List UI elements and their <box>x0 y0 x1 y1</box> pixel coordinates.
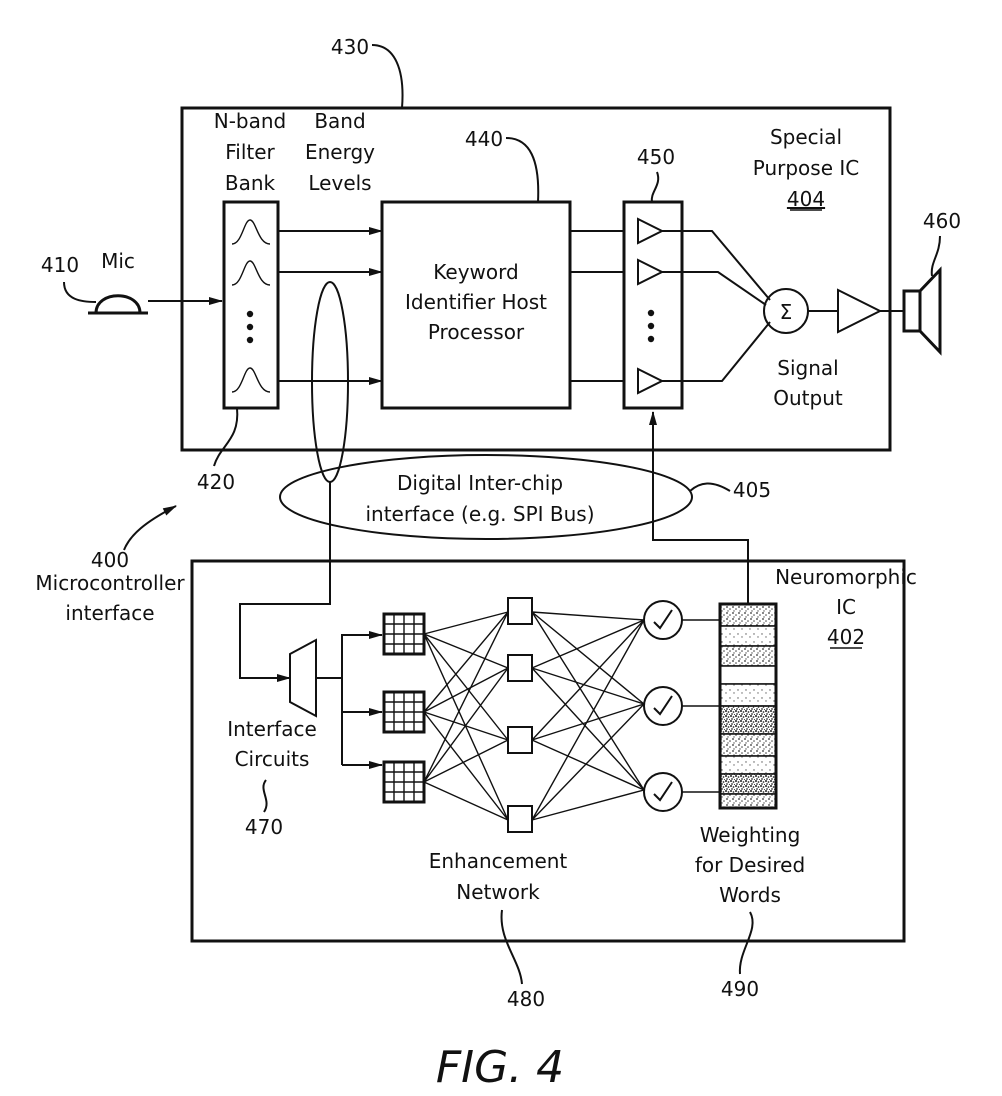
ref-400: 400 <box>91 548 129 572</box>
filter-bank-box <box>224 202 278 408</box>
microcontroller-label-line2: interface <box>65 601 154 625</box>
filter-bank-label-line1: N-band <box>214 109 287 133</box>
leader-430 <box>372 45 403 108</box>
ref-420: 420 <box>197 470 235 494</box>
microphone: Mic <box>88 249 148 313</box>
speaker-cone-icon <box>920 270 940 352</box>
filter-bank-label-line3: Bank <box>225 171 276 195</box>
mic-dome-icon <box>96 296 140 313</box>
neuromorphic-label-line2: IC <box>836 595 856 619</box>
ellipsis-dot <box>247 324 253 330</box>
figure-caption: FIG. 4 <box>436 1042 564 1093</box>
keyword-processor-label-line2: Identifier Host <box>405 290 547 314</box>
keyword-processor-label-line1: Keyword <box>433 260 518 284</box>
ref-470: 470 <box>245 815 283 839</box>
microcontroller-label-line1: Microcontroller <box>35 571 185 595</box>
digital-interchip-interface: Digital Inter-chip interface (e.g. SPI B… <box>280 455 692 539</box>
special-ic-label-line1: Special <box>770 125 842 149</box>
ref-410: 410 <box>41 253 79 277</box>
interface-circuits-label-line1: Interface <box>227 717 317 741</box>
weighting-label-line1: Weighting <box>700 823 801 847</box>
ellipsis-dot <box>648 323 654 329</box>
ellipsis-dot <box>648 336 654 342</box>
amplifier-bank <box>624 202 682 408</box>
speaker-magnet-icon <box>904 291 920 331</box>
ref-490: 490 <box>721 977 759 1001</box>
enhancement-network-label-line1: Enhancement <box>429 849 568 873</box>
special-ic-label-line2: Purpose IC <box>753 156 859 180</box>
ref-405: 405 <box>733 478 771 502</box>
interchip-label-line1: Digital Inter-chip <box>397 471 563 495</box>
interchip-interface-ellipse <box>280 455 692 539</box>
ref-460: 460 <box>923 209 961 233</box>
speaker-icon <box>904 270 940 352</box>
special-ic-ref: 404 <box>787 187 825 211</box>
mic-label: Mic <box>101 249 135 273</box>
ref-480: 480 <box>507 987 545 1011</box>
ellipsis-dot <box>247 337 253 343</box>
leader-405 <box>690 483 730 491</box>
ref-430: 430 <box>331 35 369 59</box>
band-energy-label-line2: Energy <box>305 140 375 164</box>
interchip-label-line2: interface (e.g. SPI Bus) <box>365 502 594 526</box>
leader-410 <box>64 282 96 302</box>
neuromorphic-ref: 402 <box>827 625 865 649</box>
keyword-identifier-processor: Keyword Identifier Host Processor <box>382 202 570 408</box>
ellipsis-dot <box>648 310 654 316</box>
enhancement-network-label-line2: Network <box>456 880 540 904</box>
sigma-symbol: Σ <box>780 300 793 324</box>
ref-440: 440 <box>465 127 503 151</box>
signal-output-label-line1: Signal <box>777 356 838 380</box>
ellipsis-dot <box>247 311 253 317</box>
weighting-label-line2: for Desired <box>695 853 805 877</box>
neuromorphic-label-line1: Neuromorphic <box>775 565 917 589</box>
band-energy-label-line3: Levels <box>308 171 371 195</box>
interface-circuits-label-line2: Circuits <box>235 747 310 771</box>
keyword-processor-label-line3: Processor <box>428 320 525 344</box>
filter-bank-label-line2: Filter <box>225 140 275 164</box>
band-energy-label-line1: Band <box>314 109 365 133</box>
ref-450: 450 <box>637 145 675 169</box>
weighting-label-line3: Words <box>719 883 781 907</box>
leader-400 <box>124 506 176 550</box>
weighting-column <box>720 604 776 808</box>
signal-output-label-line2: Output <box>773 386 843 410</box>
